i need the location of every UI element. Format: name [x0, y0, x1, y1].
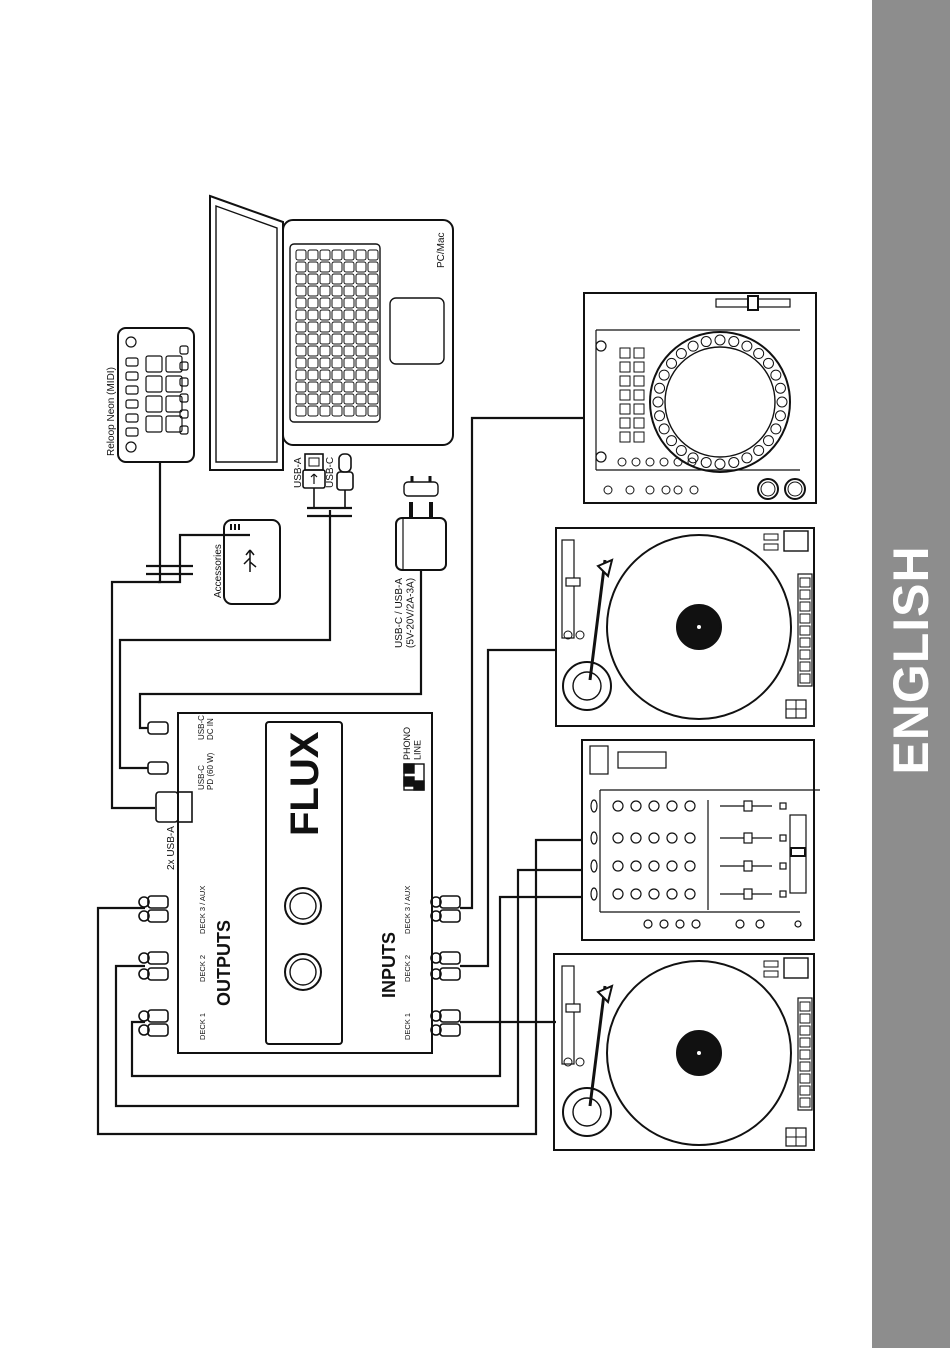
laptop-icon [210, 196, 453, 470]
hub-label: Accessories [213, 544, 224, 598]
turntable-1-icon [554, 954, 814, 1150]
usb-c-pd-label: USB-CPD (60 W) [197, 752, 215, 790]
mixer-icon [582, 740, 820, 940]
usb-c-dc-label: USB-CDC IN [197, 715, 215, 740]
output-deck3-label: DECK 3 / AUX [198, 886, 207, 934]
usb-hub-icon [224, 520, 280, 604]
output-deck1-label: DECK 1 [198, 1013, 207, 1040]
laptop-label: PC/Mac [436, 232, 447, 268]
turntable-2-icon [556, 528, 814, 726]
phono-line-label: PHONOLINE [402, 727, 422, 760]
input-deck1-label: DECK 1 [403, 1013, 412, 1040]
input-deck3-label: DECK 3 / AUX [403, 886, 412, 934]
language-label: ENGLISH [882, 545, 940, 774]
power-supply-label: USB-C / USB-A(5V-20V/2A-3A) [394, 578, 417, 648]
media-player-icon [584, 293, 816, 503]
inputs-title: INPUTS [379, 932, 399, 998]
flux-logo: FLUX [283, 731, 327, 836]
phono-line-switch [404, 764, 424, 790]
power-supply-icon [396, 476, 446, 570]
output-deck2-label: DECK 2 [198, 955, 207, 982]
connection-diagram: PC/Mac Reloop Neon (MIDI) Accessories US… [0, 0, 872, 1348]
usb-c-cable-label: USB-C [325, 457, 336, 488]
usb-a-cable-label: USB-A [293, 457, 304, 488]
input-deck2-label: DECK 2 [403, 955, 412, 982]
controller-label: Reloop Neon (MIDI) [106, 367, 117, 456]
outputs-title: OUTPUTS [214, 920, 234, 1006]
controller-icon [118, 328, 194, 462]
usb-a-ports-label: 2x USB-A [166, 826, 177, 870]
